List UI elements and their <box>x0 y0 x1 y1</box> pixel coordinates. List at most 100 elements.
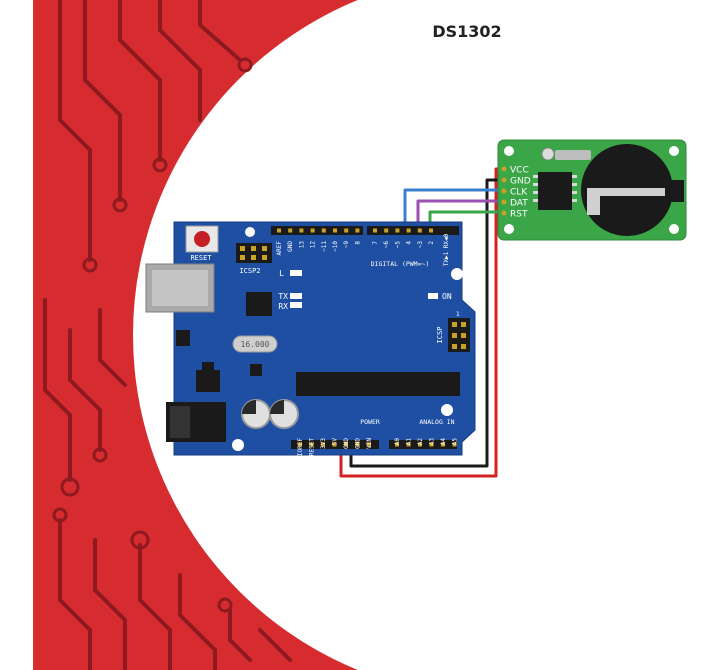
battery-holder-tab <box>670 180 684 202</box>
led-rx <box>290 302 302 308</box>
module-hole <box>504 146 514 156</box>
battery-clip <box>587 188 665 215</box>
digital-left-pin-label: 8 <box>354 241 361 245</box>
module-pin <box>501 188 507 194</box>
digital-left-pin-label: 13 <box>298 241 305 249</box>
led-tx <box>290 293 302 299</box>
mounting-hole <box>245 227 255 237</box>
digital-header-right <box>367 226 459 235</box>
power-pin-label: VIN <box>366 438 373 449</box>
analog-pin-label: A1 <box>406 438 413 446</box>
module-pin <box>501 177 507 183</box>
digital-left-pin-label: ~10 <box>332 241 339 252</box>
atmega-microcontroller <box>296 372 460 396</box>
digital-left-pin <box>321 228 326 233</box>
digital-right-pin-label: ~3 <box>417 241 424 249</box>
reset-button-cap <box>194 231 210 247</box>
digital-left-pin-label: ~11 <box>321 241 328 252</box>
power-jack-inner <box>170 406 190 438</box>
power-pin-label: GND <box>343 438 350 449</box>
power-label: POWER <box>360 418 380 426</box>
digital-right-pin <box>384 228 389 233</box>
analog-pin <box>395 442 399 447</box>
crystal-oscillator <box>232 335 278 353</box>
analog-pin-label: A3 <box>429 438 436 446</box>
power-pin-label: IOREF <box>297 438 304 456</box>
module-hole <box>669 224 679 234</box>
capacitor-2-mark <box>270 400 284 414</box>
digital-label: DIGITAL (PWM=~) <box>371 260 430 268</box>
wire-clk-blue <box>403 188 503 235</box>
module-pin-label-gnd: GND <box>510 177 531 187</box>
digital-right-pin-label: ~5 <box>394 241 401 249</box>
usb-connector-inner <box>152 270 208 306</box>
digital-right-pin <box>417 228 422 233</box>
digital-right-pin <box>395 228 400 233</box>
analog-header <box>389 440 457 449</box>
module-hole <box>669 146 679 156</box>
digital-right-pin-label: 4 <box>406 241 413 245</box>
digital-left-pin <box>344 228 349 233</box>
analog-pin <box>429 442 434 447</box>
digital-left-pin-label: ~9 <box>343 241 350 249</box>
crystal-label: 16.000 <box>241 340 270 349</box>
power-pin-label: GND <box>355 438 362 449</box>
led-l-label: L <box>279 269 284 278</box>
digital-right-pin-label: ~6 <box>383 241 390 249</box>
led-on <box>428 293 438 299</box>
module-pin <box>501 199 507 205</box>
digital-left-pin-label: 12 <box>310 241 317 249</box>
digital-right-pin <box>429 228 433 233</box>
digital-right-pin <box>406 228 411 233</box>
power-pin <box>367 442 371 447</box>
circuit-pads-decoration <box>52 57 253 613</box>
wire-gnd-black <box>349 178 503 468</box>
module-crystal-end <box>541 147 555 161</box>
power-pin <box>332 442 337 447</box>
module-pin-label-dat: DAT <box>510 199 528 209</box>
module-pin-label-clk: CLK <box>510 188 528 198</box>
digital-left-pin <box>299 228 304 233</box>
icsp2-header <box>236 243 272 263</box>
digital-left-pin <box>277 228 281 233</box>
icsp-pin1-label: 1 <box>456 311 460 318</box>
analog-pin-label: A4 <box>440 438 447 446</box>
mounting-hole <box>451 268 463 280</box>
digital-left-pin <box>288 228 293 233</box>
power-pin-label: RESET <box>309 438 316 456</box>
analog-pin <box>418 442 422 447</box>
analog-pin <box>406 442 411 447</box>
mounting-hole <box>441 404 453 416</box>
digital-left-pin-label: AREF <box>276 241 283 256</box>
digital-left-pin <box>355 228 360 233</box>
led-rx-label: RX <box>278 302 288 311</box>
small-ic <box>250 364 262 376</box>
icsp2-label: ICSP2 <box>239 267 260 275</box>
circuit-traces-decoration <box>43 0 292 670</box>
ds1302-chip-legs <box>533 175 577 202</box>
capacitor-smd <box>176 330 190 346</box>
tx-rx-label: TX▶1 RX◀0 <box>443 233 450 266</box>
module-pin <box>501 210 507 216</box>
module-pin <box>501 166 507 172</box>
ds1302-chip <box>538 172 572 210</box>
mounting-hole <box>232 439 244 451</box>
module-crystal <box>555 150 591 160</box>
icsp-label: ICSP <box>436 327 444 344</box>
analog-pin <box>452 442 457 447</box>
digital-header-left <box>271 226 363 235</box>
led-on-label: ON <box>442 292 452 301</box>
led-tx-label: TX <box>278 292 288 301</box>
digital-right-pin-label: 7 <box>372 241 379 245</box>
power-pin-label: 5V <box>332 438 339 446</box>
usb-interface-chip <box>246 292 272 316</box>
analog-pin-label: A0 <box>394 438 401 446</box>
digital-right-pin <box>373 228 377 233</box>
